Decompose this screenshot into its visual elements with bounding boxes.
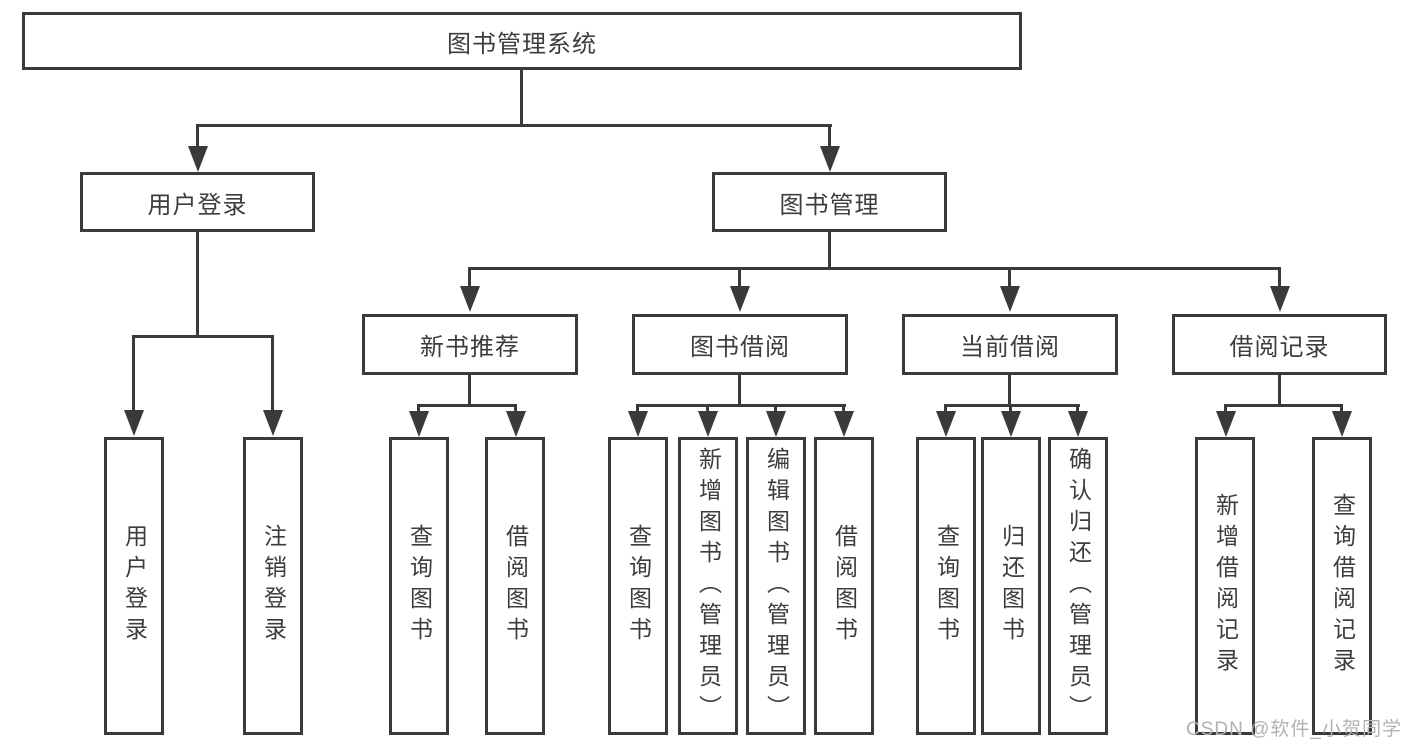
edge-root-vline <box>520 70 523 127</box>
leaf-bookborrow-add-books-admin: 新增图书（管理员） <box>678 437 738 735</box>
edge-bookmgmt-vline <box>828 232 831 270</box>
leaf-newbook-query-books-label: 查询图书 <box>406 524 433 648</box>
arrowhead-down-icon <box>1332 411 1352 437</box>
arrowhead-down-icon <box>730 286 750 312</box>
leaf-currentborrow-confirm-return-admin-label: 确认归还（管理员） <box>1065 446 1092 726</box>
arrowhead-down-icon <box>936 411 956 437</box>
node-current-borrow: 当前借阅 <box>902 314 1118 375</box>
edge-userlogin-hline <box>132 335 274 338</box>
edge-currentborrow-hline <box>944 404 1080 407</box>
arrowhead-down-icon <box>124 410 144 436</box>
node-new-book-recommend-label: 新书推荐 <box>420 334 520 361</box>
leaf-records-query-borrow-record: 查询借阅记录 <box>1312 437 1372 735</box>
node-library-system-label: 图书管理系统 <box>447 30 597 58</box>
arrowhead-down-icon <box>1068 411 1088 437</box>
leaf-bookborrow-borrow-books: 借阅图书 <box>814 437 874 735</box>
arrowhead-down-icon <box>460 286 480 312</box>
csdn-watermark: CSDN @软件_小贺同学 <box>1186 719 1402 740</box>
node-library-system: 图书管理系统 <box>22 12 1022 70</box>
arrowhead-down-icon <box>188 146 208 172</box>
leaf-bookborrow-query-books: 查询图书 <box>608 437 668 735</box>
leaf-currentborrow-confirm-return-admin: 确认归还（管理员） <box>1048 437 1108 735</box>
arrowhead-down-icon <box>263 410 283 436</box>
edge-borrowrecords-stub-2 <box>1340 407 1343 412</box>
leaf-bookborrow-query-books-label: 查询图书 <box>625 524 652 648</box>
arrowhead-down-icon <box>1000 286 1020 312</box>
leaf-currentborrow-return-books-label: 归还图书 <box>998 524 1025 648</box>
edge-currentborrow-stub-2 <box>1009 407 1012 412</box>
arrowhead-down-icon <box>506 411 526 437</box>
node-book-borrow-label: 图书借阅 <box>690 334 790 361</box>
edge-bookborrow-stub-2 <box>706 407 709 412</box>
leaf-newbook-borrow-books-label: 借阅图书 <box>502 524 529 648</box>
arrowhead-down-icon <box>820 146 840 172</box>
leaf-newbook-query-books: 查询图书 <box>389 437 449 735</box>
node-book-borrow: 图书借阅 <box>632 314 848 375</box>
edge-root-stub-left <box>196 127 199 147</box>
edge-userlogin-vline <box>196 232 199 337</box>
edge-bookborrow-stub-1 <box>636 407 639 412</box>
arrowhead-down-icon <box>1001 411 1021 437</box>
edge-borrowrecords-stub-1 <box>1224 407 1227 412</box>
leaf-bookborrow-borrow-books-label: 借阅图书 <box>831 524 858 648</box>
leaf-logout-label: 注销登录 <box>260 524 287 648</box>
edge-bookborrow-stub-4 <box>842 407 845 412</box>
edge-currentborrow-stub-3 <box>1076 407 1079 412</box>
edge-currentborrow-stub-1 <box>944 407 947 412</box>
leaf-currentborrow-query-books: 查询图书 <box>916 437 976 735</box>
leaf-records-add-borrow-record: 新增借阅记录 <box>1195 437 1255 735</box>
leaf-records-query-borrow-record-label: 查询借阅记录 <box>1329 493 1356 679</box>
edge-userlogin-stub-left <box>132 338 135 411</box>
leaf-records-add-borrow-record-label: 新增借阅记录 <box>1212 493 1239 679</box>
edge-root-stub-right <box>828 127 831 147</box>
edge-currentborrow-vline <box>1008 375 1011 407</box>
edge-bookborrow-vline <box>738 375 741 407</box>
node-book-management-label: 图书管理 <box>779 191 880 219</box>
edge-bookmgmt-stub-1 <box>468 270 471 287</box>
edge-bookmgmt-stub-2 <box>738 270 741 287</box>
leaf-newbook-borrow-books: 借阅图书 <box>485 437 545 735</box>
edge-bookmgmt-hline <box>468 267 1281 270</box>
node-book-management: 图书管理 <box>712 172 947 232</box>
edge-bookborrow-stub-3 <box>774 407 777 412</box>
arrowhead-down-icon <box>628 411 648 437</box>
arrowhead-down-icon <box>1216 411 1236 437</box>
arrowhead-down-icon <box>409 411 429 437</box>
edge-borrowrecords-vline <box>1278 375 1281 407</box>
arrowhead-down-icon <box>1270 286 1290 312</box>
leaf-bookborrow-add-books-admin-label: 新增图书（管理员） <box>695 446 722 726</box>
node-borrow-records: 借阅记录 <box>1172 314 1387 375</box>
leaf-user-login-label: 用户登录 <box>121 524 148 648</box>
edge-newbook-stub-1 <box>417 407 420 412</box>
edge-bookmgmt-stub-4 <box>1278 270 1281 287</box>
edge-userlogin-stub-right <box>271 338 274 411</box>
arrowhead-down-icon <box>834 411 854 437</box>
edge-bookmgmt-stub-3 <box>1008 270 1011 287</box>
leaf-currentborrow-return-books: 归还图书 <box>981 437 1041 735</box>
node-user-login-label: 用户登录 <box>147 191 248 219</box>
arrowhead-down-icon <box>698 411 718 437</box>
edge-root-hline <box>196 124 832 127</box>
leaf-logout: 注销登录 <box>243 437 303 735</box>
node-new-book-recommend: 新书推荐 <box>362 314 578 375</box>
edge-newbook-stub-2 <box>514 407 517 412</box>
node-borrow-records-label: 借阅记录 <box>1229 334 1330 361</box>
node-current-borrow-label: 当前借阅 <box>960 334 1060 361</box>
edge-bookborrow-hline <box>636 404 846 407</box>
edge-newbook-vline <box>468 375 471 407</box>
edge-borrowrecords-hline <box>1224 404 1343 407</box>
node-user-login: 用户登录 <box>80 172 315 232</box>
leaf-currentborrow-query-books-label: 查询图书 <box>933 524 960 648</box>
leaf-user-login: 用户登录 <box>104 437 164 735</box>
leaf-bookborrow-edit-books-admin-label: 编辑图书（管理员） <box>763 446 790 726</box>
arrowhead-down-icon <box>766 411 786 437</box>
leaf-bookborrow-edit-books-admin: 编辑图书（管理员） <box>746 437 806 735</box>
edge-newbook-hline <box>417 404 517 407</box>
